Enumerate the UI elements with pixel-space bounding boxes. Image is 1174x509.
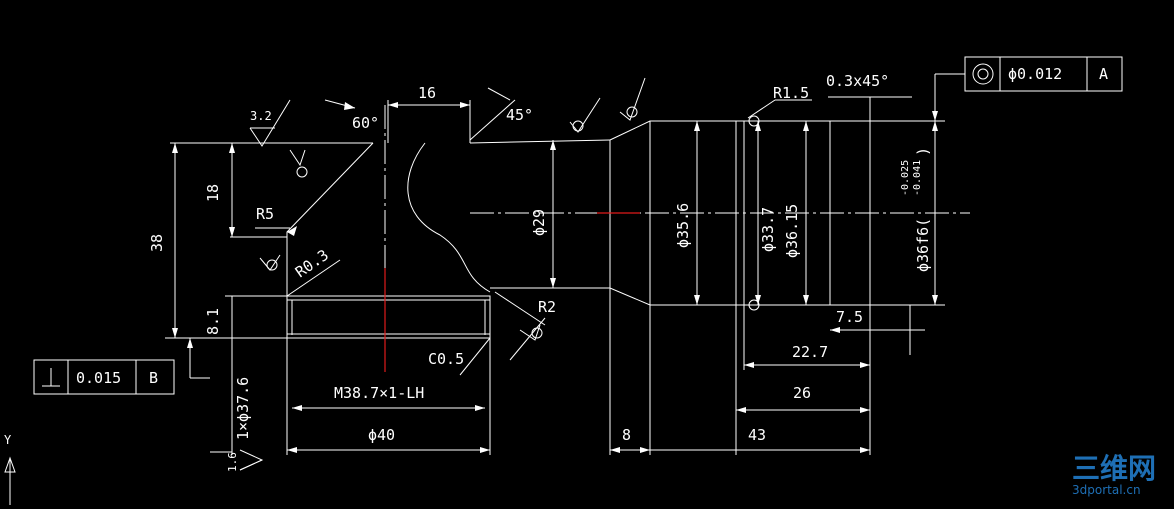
dim-phi29: ϕ29	[530, 209, 548, 236]
dim-phi36f6: ϕ36f6(	[914, 218, 932, 272]
roughness-3-2: 3.2	[250, 109, 272, 123]
dim-43: 43	[748, 426, 766, 444]
tol-close: )	[914, 147, 932, 156]
tol-upper: -0.025	[900, 160, 911, 196]
dim-16: 16	[418, 84, 436, 102]
dim-R2: R2	[538, 298, 556, 316]
dimension-texts: 16 60° 45° 3.2 18 38 R5 R0.3 8.1 ϕ29 R2 …	[148, 72, 932, 472]
datum-b: B	[149, 369, 158, 387]
centerlines	[230, 105, 970, 372]
ucs-icon: Y	[4, 433, 16, 505]
dim-phi35-6: ϕ35.6	[674, 203, 692, 248]
watermark-url: 3dportal.cn	[1072, 483, 1141, 497]
tolerance-value-a: ϕ0.012	[1008, 65, 1062, 83]
dim-R0-3: R0.3	[292, 246, 332, 281]
dimension-lines	[165, 73, 965, 455]
arrowheads	[172, 102, 938, 453]
part-outline	[170, 115, 945, 455]
dim-60deg: 60°	[352, 114, 379, 132]
datum-a: A	[1099, 65, 1108, 83]
dim-thread: M38.7×1-LH	[334, 384, 424, 402]
dim-R5: R5	[256, 205, 274, 223]
dim-chamfer: 0.3x45°	[826, 72, 889, 90]
dim-8: 8	[622, 426, 631, 444]
dim-C0-5: C0.5	[428, 350, 464, 368]
watermark-brand: 三维网	[1072, 452, 1156, 485]
roughness-1-6: 1.6	[226, 452, 239, 472]
dim-38: 38	[148, 234, 166, 252]
dim-R1-5: R1.5	[773, 84, 809, 102]
dim-phi33-7: ϕ33.7	[759, 207, 777, 252]
perpendicularity-icon	[42, 368, 60, 387]
dim-phi36-15: ϕ36.15	[783, 204, 801, 258]
tol-lower: -0.041	[912, 160, 923, 196]
dim-thread-diameter: 1×ϕ37.6	[234, 377, 252, 440]
tolerance-frame-perpendicularity[interactable]: 0.015 B	[33, 359, 175, 395]
dim-8-1: 8.1	[204, 308, 222, 335]
dim-22-7: 22.7	[792, 343, 828, 361]
dim-26: 26	[793, 384, 811, 402]
watermark: 三维网 3dportal.cn	[1072, 452, 1156, 497]
tolerance-frame-concentricity[interactable]: ϕ0.012 A	[964, 56, 1123, 92]
dim-18: 18	[204, 184, 222, 202]
dim-45deg: 45°	[506, 106, 533, 124]
tolerance-value-b: 0.015	[76, 369, 121, 387]
dim-7-5: 7.5	[836, 308, 863, 326]
concentricity-icon	[972, 63, 994, 85]
dim-phi40: ϕ40	[368, 426, 395, 444]
surface-symbols	[239, 77, 646, 471]
ucs-y-label: Y	[4, 433, 12, 447]
